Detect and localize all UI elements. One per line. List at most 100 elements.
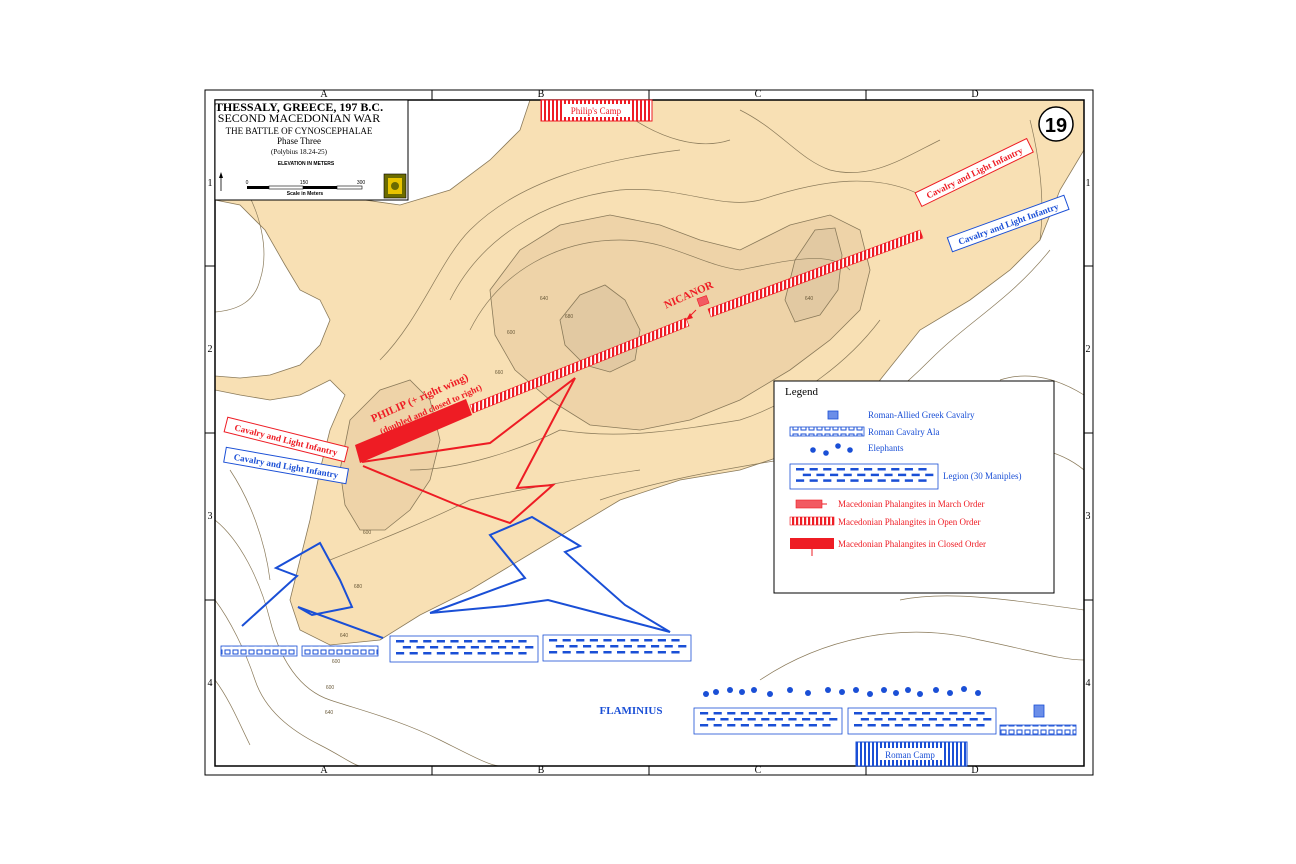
- legend-label-greek-cavalry: Roman-Allied Greek Cavalry: [868, 410, 975, 420]
- scale-tick-0: 0: [246, 180, 249, 186]
- elephant-marker: [961, 686, 967, 692]
- legend-ala-icon: [789, 426, 865, 437]
- elephant-marker: [713, 689, 719, 695]
- title-line-2: SECOND MACEDONIAN WAR: [218, 111, 380, 125]
- contour-label: 600: [326, 685, 335, 691]
- contour-label: 640: [805, 296, 814, 302]
- legend-march-order-icon: [795, 499, 827, 509]
- elephant-marker: [787, 687, 793, 693]
- contour-label: 640: [325, 710, 334, 716]
- battle-name: THE BATTLE OF CYNOSCEPHALAE: [226, 126, 373, 136]
- scale-tick-150: 150: [300, 180, 309, 186]
- grid-row-2-left: 2: [208, 344, 213, 355]
- scale-tick-300: 300: [357, 180, 366, 186]
- philips-camp-label: Philip's Camp: [571, 106, 622, 116]
- legend-title: Legend: [785, 386, 818, 398]
- title-box: THESSALY, GREECE, 197 B.C. SECOND MACEDO…: [214, 99, 409, 201]
- grid-col-a-bottom: A: [320, 765, 328, 776]
- legion-rear-right: [847, 707, 997, 735]
- grid-col-b-bottom: B: [538, 765, 545, 776]
- roman-right-outline: [241, 541, 384, 639]
- contour-label: 680: [354, 584, 363, 590]
- grid-row-1-left: 1: [208, 178, 213, 189]
- grid-row-3-left: 3: [208, 511, 213, 522]
- legion-front-left: [389, 635, 539, 663]
- legion-rear-left: [693, 707, 843, 735]
- grid-row-4-left: 4: [208, 678, 213, 689]
- contour-label: 640: [540, 296, 549, 302]
- elevation-note: ELEVATION IN METERS: [278, 161, 335, 167]
- legend-elephants-icon: [810, 443, 853, 456]
- elephant-marker: [703, 691, 709, 697]
- legend-elephant-dot: [810, 447, 816, 453]
- elephant-marker: [727, 687, 733, 693]
- elephant-marker: [853, 687, 859, 693]
- elephant-marker: [975, 690, 981, 696]
- legend-label-elephants: Elephants: [868, 443, 904, 453]
- grid-row-4-right: 4: [1086, 678, 1091, 689]
- legend-elephant-dot: [823, 450, 829, 456]
- elephant-marker: [881, 687, 887, 693]
- grid-row-1-right: 1: [1086, 178, 1091, 189]
- roman-cavalry-ala-left: [220, 645, 379, 657]
- elephant-marker: [917, 691, 923, 697]
- elephant-marker: [947, 690, 953, 696]
- elephant-marker: [739, 689, 745, 695]
- macedonian-right-line: [469, 229, 924, 414]
- roman-cavalry-right: [999, 704, 1077, 736]
- grid-row-2-right: 2: [1086, 344, 1091, 355]
- map-number-badge: 19: [1038, 106, 1074, 142]
- scale-caption: Scale in Meters: [287, 191, 324, 197]
- legend-elephant-dot: [835, 443, 841, 449]
- elephant-marker: [839, 689, 845, 695]
- elephant-marker: [933, 687, 939, 693]
- legend-label-closed-order: Macedonian Phalangites in Closed Order: [838, 539, 986, 549]
- contour-label: 640: [340, 633, 349, 639]
- legend-open-order-icon: [789, 516, 835, 526]
- legend-legion-icon: [789, 463, 939, 490]
- grid-ticks: [205, 90, 1093, 775]
- north-arrow-icon: [219, 172, 223, 191]
- elephant-marker: [825, 687, 831, 693]
- contour-label: 600: [507, 330, 516, 336]
- grid-col-c-bottom: C: [755, 765, 762, 776]
- elephant-marker: [767, 691, 773, 697]
- roman-elephants: [703, 686, 981, 697]
- scale-bar: 0 150 300 Scale in Meters: [246, 180, 366, 197]
- emblem-icon: [383, 173, 407, 199]
- legion-front-right: [542, 634, 692, 662]
- title-line-1: THESSALY, GREECE, 197 B.C.: [215, 100, 383, 114]
- philip-closed-order: [355, 399, 472, 463]
- legend-legion-block: [789, 463, 939, 490]
- roman-legions: [389, 634, 997, 735]
- map-number: 19: [1045, 115, 1067, 137]
- elephant-marker: [893, 690, 899, 696]
- legend-closed-order-icon: [790, 538, 834, 556]
- contour-label: 660: [495, 370, 504, 376]
- elephant-marker: [905, 687, 911, 693]
- elephant-marker: [805, 690, 811, 696]
- philips-camp: Philip's Camp: [540, 99, 653, 122]
- legend-label-march-order: Macedonian Phalangites in March Order: [838, 499, 984, 509]
- grid-col-b-top: B: [538, 89, 545, 100]
- legend-label-open-order: Macedonian Phalangites in Open Order: [838, 517, 980, 527]
- legend-elephant-dot: [847, 447, 853, 453]
- grid-row-3-right: 3: [1086, 511, 1091, 522]
- elephant-marker: [751, 687, 757, 693]
- nicanor-unit: [686, 295, 710, 320]
- macedonian-left-wing-outline: [361, 377, 576, 525]
- roman-camp: Roman Camp: [855, 741, 968, 767]
- legend-label-legion: Legion (30 Maniples): [943, 471, 1021, 481]
- phase-label: Phase Three: [277, 136, 321, 146]
- roman-camp-label: Roman Camp: [885, 750, 935, 760]
- legend-label-ala: Roman Cavalry Ala: [868, 427, 940, 437]
- legend-greek-cavalry-icon: [827, 410, 839, 420]
- elephant-marker: [867, 691, 873, 697]
- grid-col-a-top: A: [320, 89, 328, 100]
- legend: Legend Roman-Allied Greek Cavalry Roman …: [773, 380, 1055, 594]
- contour-label: 680: [565, 314, 574, 320]
- grid-col-d-bottom: D: [971, 765, 978, 776]
- contour-label: 600: [332, 659, 341, 665]
